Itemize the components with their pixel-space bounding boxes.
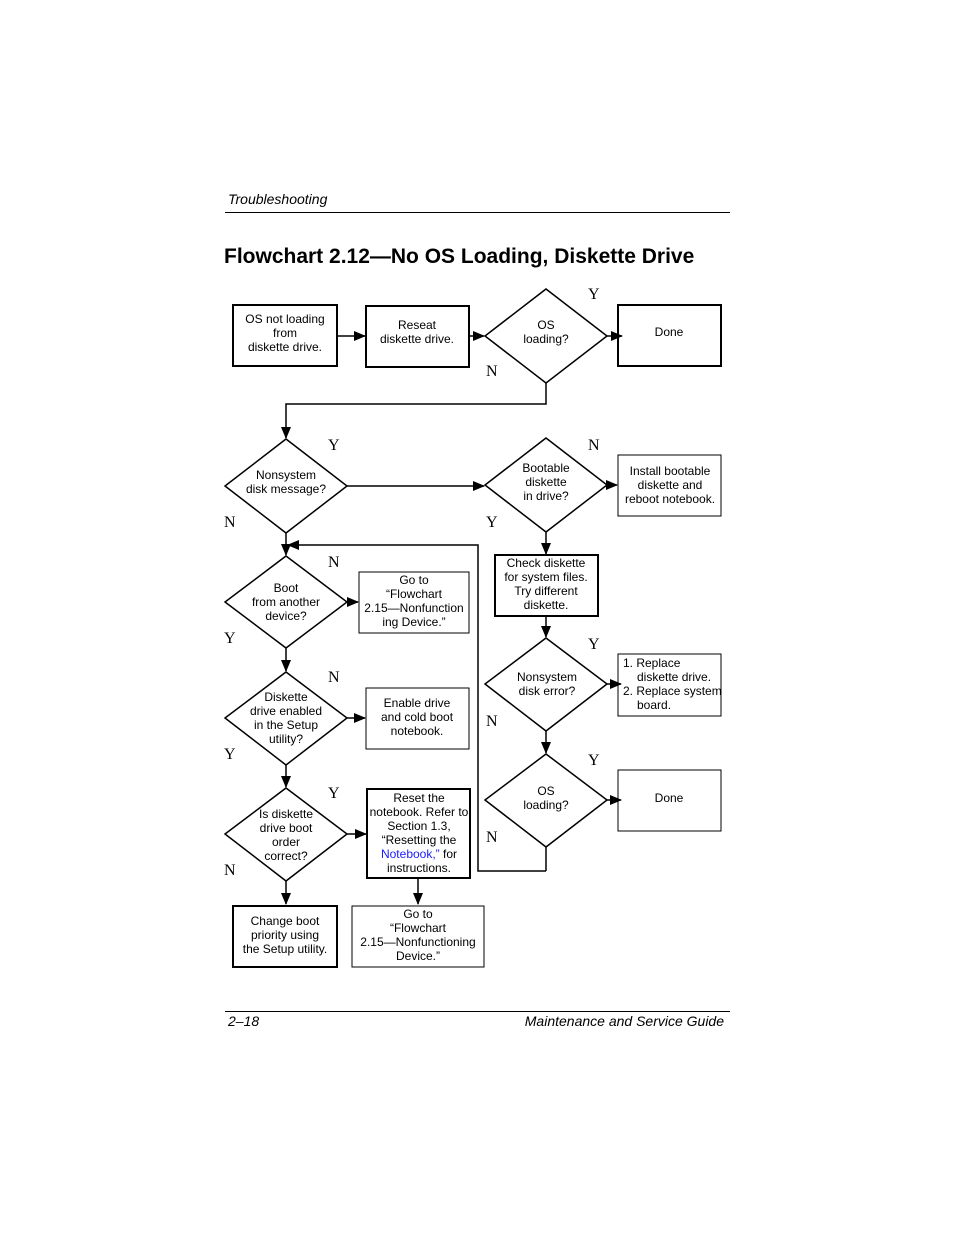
os-loading-1-text-line: OS	[537, 318, 554, 332]
install-bootable-text-line: reboot notebook.	[625, 492, 715, 506]
change-boot-text-line: Change boot	[251, 914, 320, 928]
reset-notebook-text-line: Reset the	[393, 791, 445, 805]
os-loading-2-text-line: loading?	[523, 798, 569, 812]
reset-notebook-text-line: instructions.	[387, 861, 451, 875]
goto-215-a-text-line: “Flowchart	[386, 587, 443, 601]
bootable-text-line: in drive?	[523, 489, 569, 503]
order-no-label: N	[224, 862, 236, 879]
replace-box	[617, 653, 722, 717]
change-boot-box	[232, 905, 338, 968]
goto-215-b-box	[351, 905, 485, 968]
diskette-enabled-text-line: Diskette	[264, 690, 308, 704]
enable-drive-text-line: and cold boot	[381, 710, 454, 724]
enabled-no-label: N	[328, 669, 340, 686]
goto-215-b-text-line: Go to	[403, 907, 433, 921]
running-header: Troubleshooting	[228, 191, 328, 207]
boot-other-text-line: device?	[265, 609, 307, 623]
guide-title: Maintenance and Service Guide	[524, 1013, 724, 1029]
boot-other-text-line: from another	[252, 595, 320, 609]
diskette-enabled-text-line: drive enabled	[250, 704, 322, 718]
change-boot-text-line: the Setup utility.	[243, 942, 328, 956]
nsmsg-yes-label: Y	[328, 437, 340, 454]
replace-text-line: 1. Replace	[623, 656, 681, 670]
nserr-no-label: N	[486, 713, 498, 730]
diskette-enabled-text-line: utility?	[269, 732, 303, 746]
start-text-line: diskette drive.	[248, 340, 322, 354]
replace-text-line: 2. Replace system	[623, 684, 722, 698]
bootable-no-label: N	[588, 437, 600, 454]
goto-215-a-text-line: 2.15—Nonfunction	[364, 601, 463, 615]
os2-yes-label: Y	[588, 752, 600, 769]
enable-drive-box	[365, 687, 470, 750]
done-2-text-line: Done	[655, 791, 684, 805]
bootable-yes-label: Y	[486, 514, 498, 531]
goto-215-b-text-line: 2.15—Nonfunctioning	[360, 935, 475, 949]
os1-no-label: N	[486, 363, 498, 380]
boot-order-text-line: drive boot	[260, 821, 313, 835]
goto-215-a-box	[358, 571, 470, 634]
check-diskette-box	[494, 554, 599, 617]
reseat-text-line: Reseat	[398, 318, 437, 332]
page-number: 2–18	[228, 1013, 260, 1029]
footer-rule	[225, 1011, 730, 1012]
replace-text-line: board.	[637, 698, 671, 712]
goto-215-b-text-line: Device.”	[396, 949, 440, 963]
install-bootable-text-line: Install bootable	[630, 464, 711, 478]
replace-text-line: diskette drive.	[637, 670, 711, 684]
bootable-text-line: Bootable	[522, 461, 570, 475]
header-rule	[225, 212, 730, 213]
check-diskette-text-line: Check diskette	[507, 556, 586, 570]
diskette-enabled-text-line: in the Setup	[254, 718, 318, 732]
check-diskette-text-line: for system files.	[504, 570, 587, 584]
start-text-line: from	[273, 326, 297, 340]
done-1-text-line: Done	[655, 325, 684, 339]
nsmsg-no-label: N	[224, 514, 236, 531]
boot-order-text-line: correct?	[264, 849, 308, 863]
boot-other-text-line: Boot	[274, 581, 299, 595]
os2-no-label: N	[486, 829, 498, 846]
page-title: Flowchart 2.12—No OS Loading, Diskette D…	[224, 245, 695, 268]
nonsystem-err-text-line: disk error?	[519, 684, 576, 698]
os-loading-1-text-line: loading?	[523, 332, 569, 346]
nonsystem-msg-text-line: Nonsystem	[256, 468, 316, 482]
order-yes-label: Y	[328, 785, 340, 802]
reset-notebook-text-line: Section 1.3,	[387, 819, 450, 833]
os-loading-2-text-line: OS	[537, 784, 554, 798]
goto-215-b-text-line: “Flowchart	[390, 921, 447, 935]
bootable-text-line: diskette	[525, 475, 567, 489]
reseat-box	[365, 305, 470, 368]
nonsystem-err-text-line: Nonsystem	[517, 670, 577, 684]
boot-order-text-line: Is diskette	[259, 807, 313, 821]
start-box	[232, 304, 338, 367]
boot-order-text-line: order	[272, 835, 300, 849]
enabled-yes-label: Y	[224, 746, 236, 763]
reseat-text-line: diskette drive.	[380, 332, 454, 346]
goto-215-a-text-line: ing Device.”	[382, 615, 445, 629]
boot-other-no-label: N	[328, 554, 340, 571]
install-bootable-box	[617, 454, 722, 517]
os1-yes-label: Y	[588, 286, 600, 303]
goto-215-a-text-line: Go to	[399, 573, 429, 587]
nonsystem-msg-text-line: disk message?	[246, 482, 326, 496]
enable-drive-text-line: notebook.	[391, 724, 444, 738]
done-2-box	[617, 769, 722, 832]
reset-notebook-text-line: Notebook,” for	[381, 847, 457, 861]
start-text-line: OS not loading	[245, 312, 324, 326]
check-diskette-text-line: diskette.	[524, 598, 569, 612]
check-diskette-text-line: Try different	[514, 584, 578, 598]
enable-drive-text-line: Enable drive	[384, 696, 451, 710]
install-bootable-text-line: diskette and	[638, 478, 703, 492]
reset-notebook-text-line: “Resetting the	[382, 833, 457, 847]
boot-other-yes-label: Y	[224, 630, 236, 647]
reset-notebook-text-line: notebook. Refer to	[370, 805, 469, 819]
nserr-yes-label: Y	[588, 636, 600, 653]
change-boot-text-line: priority using	[251, 928, 319, 942]
reset-notebook-box	[366, 788, 471, 879]
